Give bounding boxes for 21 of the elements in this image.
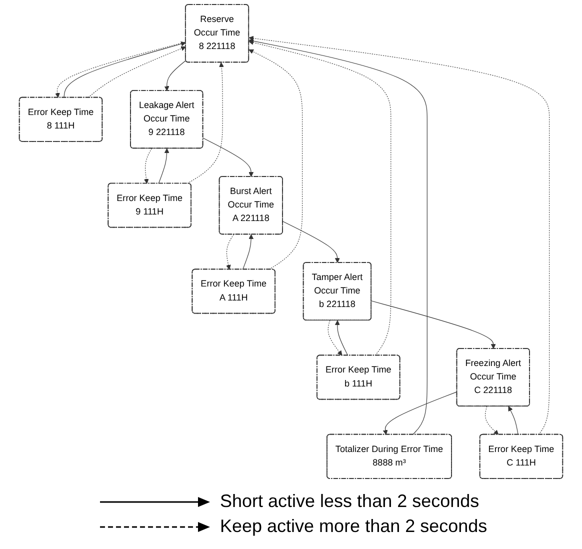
arrow: [334, 320, 348, 356]
arrow: [485, 406, 499, 435]
arrow: [226, 234, 234, 270]
arrow: [187, 62, 224, 184]
arrow: [158, 148, 170, 184]
arrow: [202, 138, 254, 177]
arrow: [282, 221, 340, 263]
arrow: [382, 392, 458, 435]
arrow: [242, 234, 254, 270]
arrow: [248, 40, 392, 356]
arrow: [328, 320, 342, 356]
arrow: [164, 60, 186, 91]
arrow: [248, 49, 303, 270]
legend-text: Keep active more than 2 seconds: [220, 516, 488, 537]
arrow: [88, 46, 186, 98]
arrow: [144, 148, 152, 184]
arrow: [248, 36, 550, 435]
legend-text: Short active less than 2 seconds: [220, 491, 480, 512]
arrow: [248, 38, 428, 435]
arrow: [508, 406, 518, 435]
arrow: [371, 300, 496, 349]
